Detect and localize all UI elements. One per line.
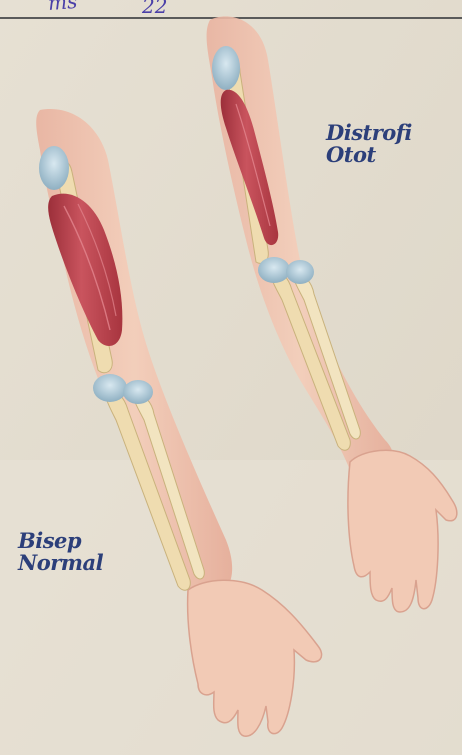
dystrophy-elbow-joint-2 <box>286 260 314 284</box>
handwritten-note-2: 22 <box>142 0 167 18</box>
dystrophy-shoulder-joint <box>212 46 240 90</box>
normal-label: Bisep Normal <box>18 530 103 574</box>
dystrophy-label-line1: Distrofi <box>326 122 412 144</box>
normal-label-line1: Bisep <box>18 530 103 552</box>
normal-label-line2: Normal <box>18 552 103 574</box>
normal-elbow-joint-2 <box>123 380 153 404</box>
dystrophy-elbow-joint <box>258 257 290 283</box>
normal-shoulder-joint <box>39 146 69 190</box>
normal-elbow-joint <box>93 374 127 402</box>
dystrophy-label-line2: Otot <box>326 144 412 166</box>
dystrophy-label: Distrofi Otot <box>326 122 412 166</box>
handwritten-note-1: ms <box>47 0 78 15</box>
